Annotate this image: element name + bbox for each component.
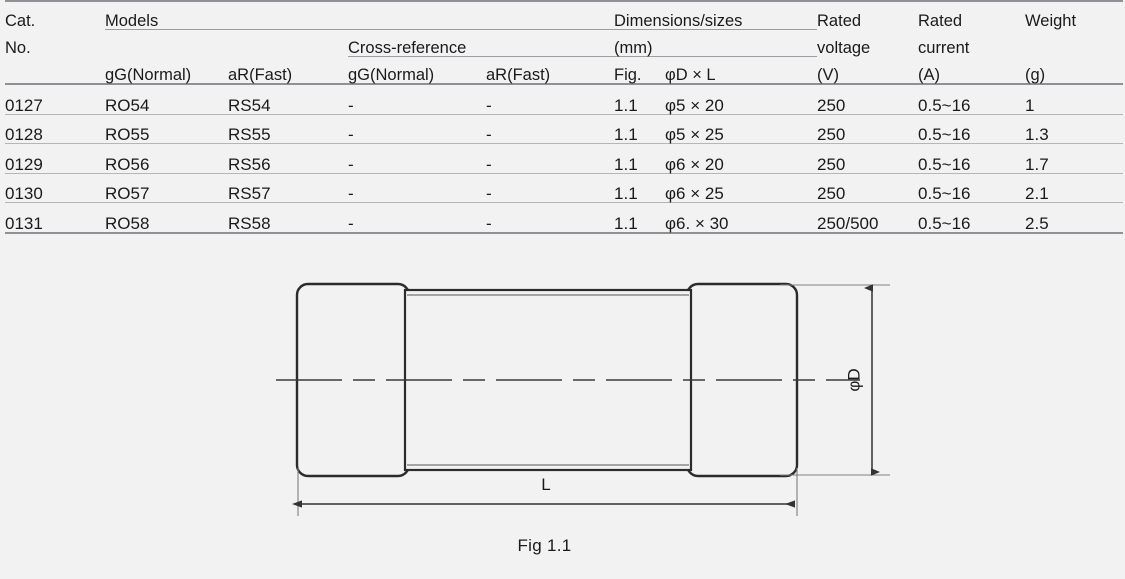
cell-cross-ar: - xyxy=(486,202,615,234)
header-cat-line2: No. xyxy=(5,39,31,57)
cell-models-gg: RO56 xyxy=(105,143,228,174)
header-rated-voltage-line2: voltage xyxy=(817,39,871,57)
cell-weight: 1.7 xyxy=(1025,143,1124,174)
header-weight: Weight xyxy=(1025,0,1124,30)
cell-weight: 2.5 xyxy=(1025,202,1124,234)
fuse-figure: φD L Fig 1.1 xyxy=(0,258,1125,579)
cell-models-gg: RO57 xyxy=(105,173,228,203)
cell-cross-ar: - xyxy=(486,173,615,203)
cell-cross-ar: - xyxy=(486,114,615,144)
cell-cat-no: 0130 xyxy=(5,173,105,203)
cell-models-gg: RO58 xyxy=(105,202,228,234)
cell-models-ar: RS58 xyxy=(228,202,348,234)
table-header-row-2: No. Cross-reference (mm) voltage current xyxy=(5,29,1123,57)
header-cat-spacer xyxy=(5,56,105,85)
header-sub-cross-ar: aR(Fast) xyxy=(486,56,615,85)
cell-cat-no: 0128 xyxy=(5,114,105,144)
header-cross-reference: Cross-reference xyxy=(348,29,615,57)
cell-models-ar: RS57 xyxy=(228,173,348,203)
table-header-row-3: gG(Normal) aR(Fast) gG(Normal) aR(Fast) … xyxy=(5,56,1124,85)
header-models: Models xyxy=(105,0,615,30)
header-rated-current-line1: Rated xyxy=(918,0,1026,30)
cell-dia-len: φ6 × 20 xyxy=(665,143,818,174)
cell-models-ar: RS56 xyxy=(228,143,348,174)
header-sub-current-unit: (A) xyxy=(918,56,1026,85)
cell-cross-gg: - xyxy=(348,114,486,144)
cell-models-ar: RS55 xyxy=(228,114,348,144)
header-sub-cross-gg: gG(Normal) xyxy=(348,56,486,85)
fuse-drawing-svg: φD L xyxy=(276,282,890,516)
cell-cross-ar: - xyxy=(486,143,615,174)
specification-table-container: Cat. Models Dimensions/sizes Rated Rated… xyxy=(0,0,1125,234)
table-header: Cat. Models Dimensions/sizes Rated Rated… xyxy=(5,0,1124,85)
figure-caption-wrapper: Fig 1.1 xyxy=(0,536,1125,556)
cell-weight: 1.3 xyxy=(1025,114,1124,144)
table-header-row-1: Cat. Models Dimensions/sizes Rated Rated… xyxy=(5,0,1124,30)
cell-rated-voltage: 250/500 xyxy=(817,202,919,234)
header-rated-current-line2: current xyxy=(918,39,970,57)
figure-caption: Fig 1.1 xyxy=(517,536,572,555)
cell-rated-current: 0.5~16 xyxy=(918,114,1026,144)
cell-rated-voltage: 250 xyxy=(817,143,919,174)
cell-cross-ar: - xyxy=(486,84,615,115)
cell-fig: 1.1 xyxy=(614,84,666,115)
cell-fig: 1.1 xyxy=(614,202,666,234)
cell-weight: 2.1 xyxy=(1025,173,1124,203)
cell-cat-no: 0131 xyxy=(5,202,105,234)
cell-rated-current: 0.5~16 xyxy=(918,173,1026,203)
cell-rated-current: 0.5~16 xyxy=(918,202,1026,234)
diameter-label: φD xyxy=(844,368,863,391)
cell-dia-len: φ5 × 20 xyxy=(665,84,818,115)
cell-cross-gg: - xyxy=(348,84,486,115)
cell-rated-current: 0.5~16 xyxy=(918,84,1026,115)
length-label: L xyxy=(541,475,550,494)
header-sub-models-gg: gG(Normal) xyxy=(105,56,228,85)
cell-rated-voltage: 250 xyxy=(817,114,919,144)
cell-rated-voltage: 250 xyxy=(817,173,919,203)
header-sub-dia-len: φD × L xyxy=(665,56,818,85)
cell-rated-current: 0.5~16 xyxy=(918,143,1026,174)
header-sub-weight-unit: (g) xyxy=(1025,56,1124,85)
cell-cross-gg: - xyxy=(348,202,486,234)
cell-cat-no: 0129 xyxy=(5,143,105,174)
header-rated-voltage-line1: Rated xyxy=(817,0,919,30)
cell-weight: 1 xyxy=(1025,84,1124,115)
cell-fig: 1.1 xyxy=(614,114,666,144)
cell-dia-len: φ5 × 25 xyxy=(665,114,818,144)
cell-models-ar: RS54 xyxy=(228,84,348,115)
cell-dia-len: φ6. × 30 xyxy=(665,202,818,234)
cell-models-gg: RO54 xyxy=(105,84,228,115)
header-sub-fig: Fig. xyxy=(614,56,666,85)
cell-fig: 1.1 xyxy=(614,143,666,174)
header-dimensions-line2: (mm) xyxy=(614,29,818,57)
header-sub-voltage-unit: (V) xyxy=(817,56,919,85)
cell-cat-no: 0127 xyxy=(5,84,105,115)
header-weight-spacer xyxy=(1025,30,1123,57)
cell-dia-len: φ6 × 25 xyxy=(665,173,818,203)
cell-rated-voltage: 250 xyxy=(817,84,919,115)
header-models-spacer xyxy=(105,30,348,57)
cell-models-gg: RO55 xyxy=(105,114,228,144)
header-dimensions-line1: Dimensions/sizes xyxy=(614,0,818,30)
cell-cross-gg: - xyxy=(348,143,486,174)
header-cat-line1: Cat. xyxy=(5,0,105,30)
cell-cross-gg: - xyxy=(348,173,486,203)
header-sub-models-ar: aR(Fast) xyxy=(228,56,348,85)
cell-fig: 1.1 xyxy=(614,173,666,203)
specification-table: Cat. Models Dimensions/sizes Rated Rated… xyxy=(5,0,1124,234)
